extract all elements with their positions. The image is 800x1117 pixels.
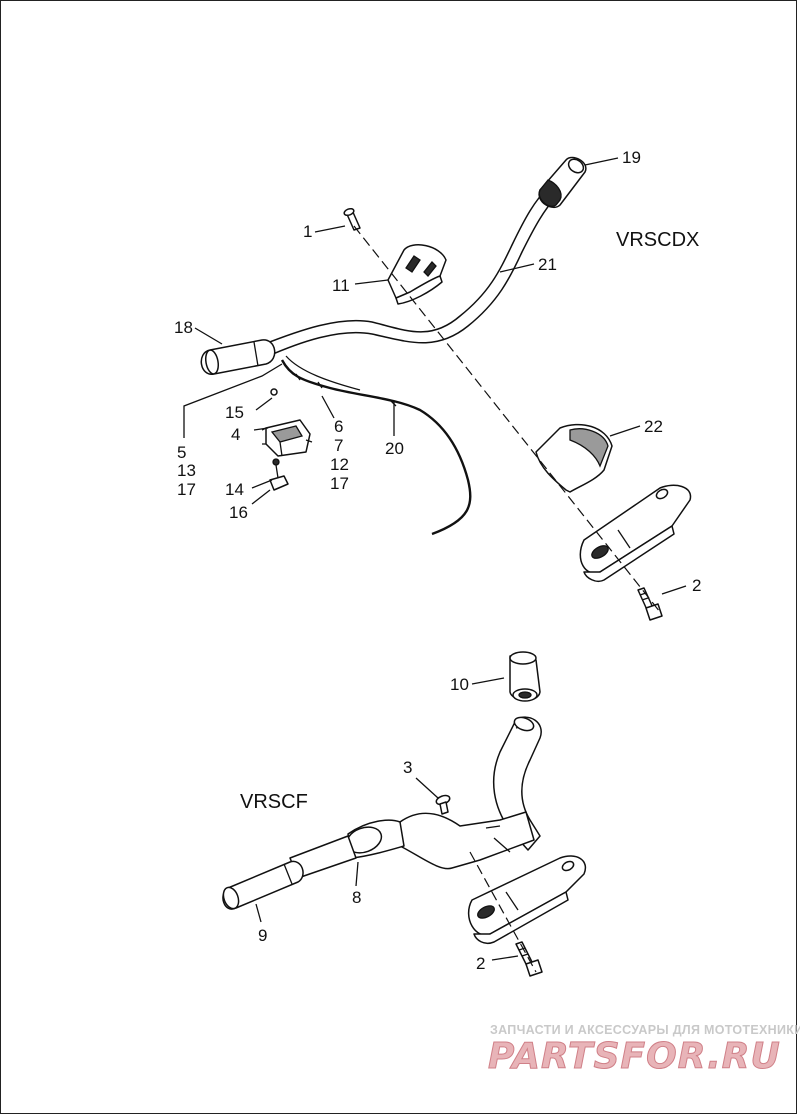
callout-10: 10: [450, 675, 469, 694]
bolt-2-lower: [515, 941, 543, 977]
callout-21: 21: [538, 255, 557, 274]
left-grip-vrscdx: [200, 339, 276, 375]
bolt-1: [343, 207, 361, 231]
callout-17b: 17: [330, 474, 349, 493]
callout-15: 15: [225, 403, 244, 422]
callout-19: 19: [622, 148, 641, 167]
model-label-vrscf: VRSCF: [240, 791, 308, 813]
watermark-tagline: ЗАПЧАСТИ И АКСЕССУАРЫ ДЛЯ МОТОТЕХНИКИ: [490, 1023, 800, 1037]
watermark: ЗАПЧАСТИ И АКСЕССУАРЫ ДЛЯ МОТОТЕХНИКИ PA…: [488, 1023, 800, 1078]
callout-14: 14: [225, 480, 244, 499]
riser-base-vrscdx: [579, 484, 692, 583]
assembly-axis-lower: [469, 851, 537, 973]
callout-17a: 17: [177, 480, 196, 499]
screw-3: [435, 794, 451, 815]
switch-housing: [261, 388, 313, 491]
callout-5: 5: [177, 443, 186, 462]
leader-lines-lower: [255, 677, 519, 961]
riser-22: [535, 423, 613, 493]
upper-clamp-11: [387, 244, 447, 305]
vrscdx-assembly: VRSCDX 1 19 21 11 18 22 2 15 4 5 13 17 1…: [174, 148, 701, 621]
callout-20: 20: [385, 439, 404, 458]
cable-20: [280, 359, 472, 536]
callout-2-upper: 2: [692, 576, 701, 595]
watermark-logo: PARTSFOR.RU: [488, 1036, 781, 1077]
callout-8: 8: [352, 888, 361, 907]
riser-base-vrscf: [467, 855, 587, 945]
callout-7: 7: [334, 436, 343, 455]
callout-4: 4: [231, 425, 240, 444]
vrscf-assembly: VRSCF 10 3 8 9 2: [222, 651, 587, 977]
handlebar-vrscf: [289, 716, 542, 879]
callout-2-lower: 2: [476, 954, 485, 973]
assembly-axis-upper: [353, 225, 661, 613]
callout-18: 18: [174, 318, 193, 337]
callout-1: 1: [303, 222, 312, 241]
callout-9: 9: [258, 926, 267, 945]
model-label-vrscdx: VRSCDX: [616, 229, 699, 251]
grip-9: [222, 860, 304, 910]
callout-11: 11: [332, 276, 350, 295]
callout-16: 16: [229, 503, 248, 522]
bolt-2-upper: [637, 587, 663, 621]
grip-10: [509, 651, 541, 702]
callout-6: 6: [334, 417, 343, 436]
callout-22: 22: [644, 417, 663, 436]
right-grip-vrscdx: [538, 156, 587, 209]
callout-12: 12: [330, 455, 349, 474]
leader-lines-upper: [183, 157, 687, 595]
callout-3: 3: [403, 758, 412, 777]
callout-13: 13: [177, 461, 196, 480]
